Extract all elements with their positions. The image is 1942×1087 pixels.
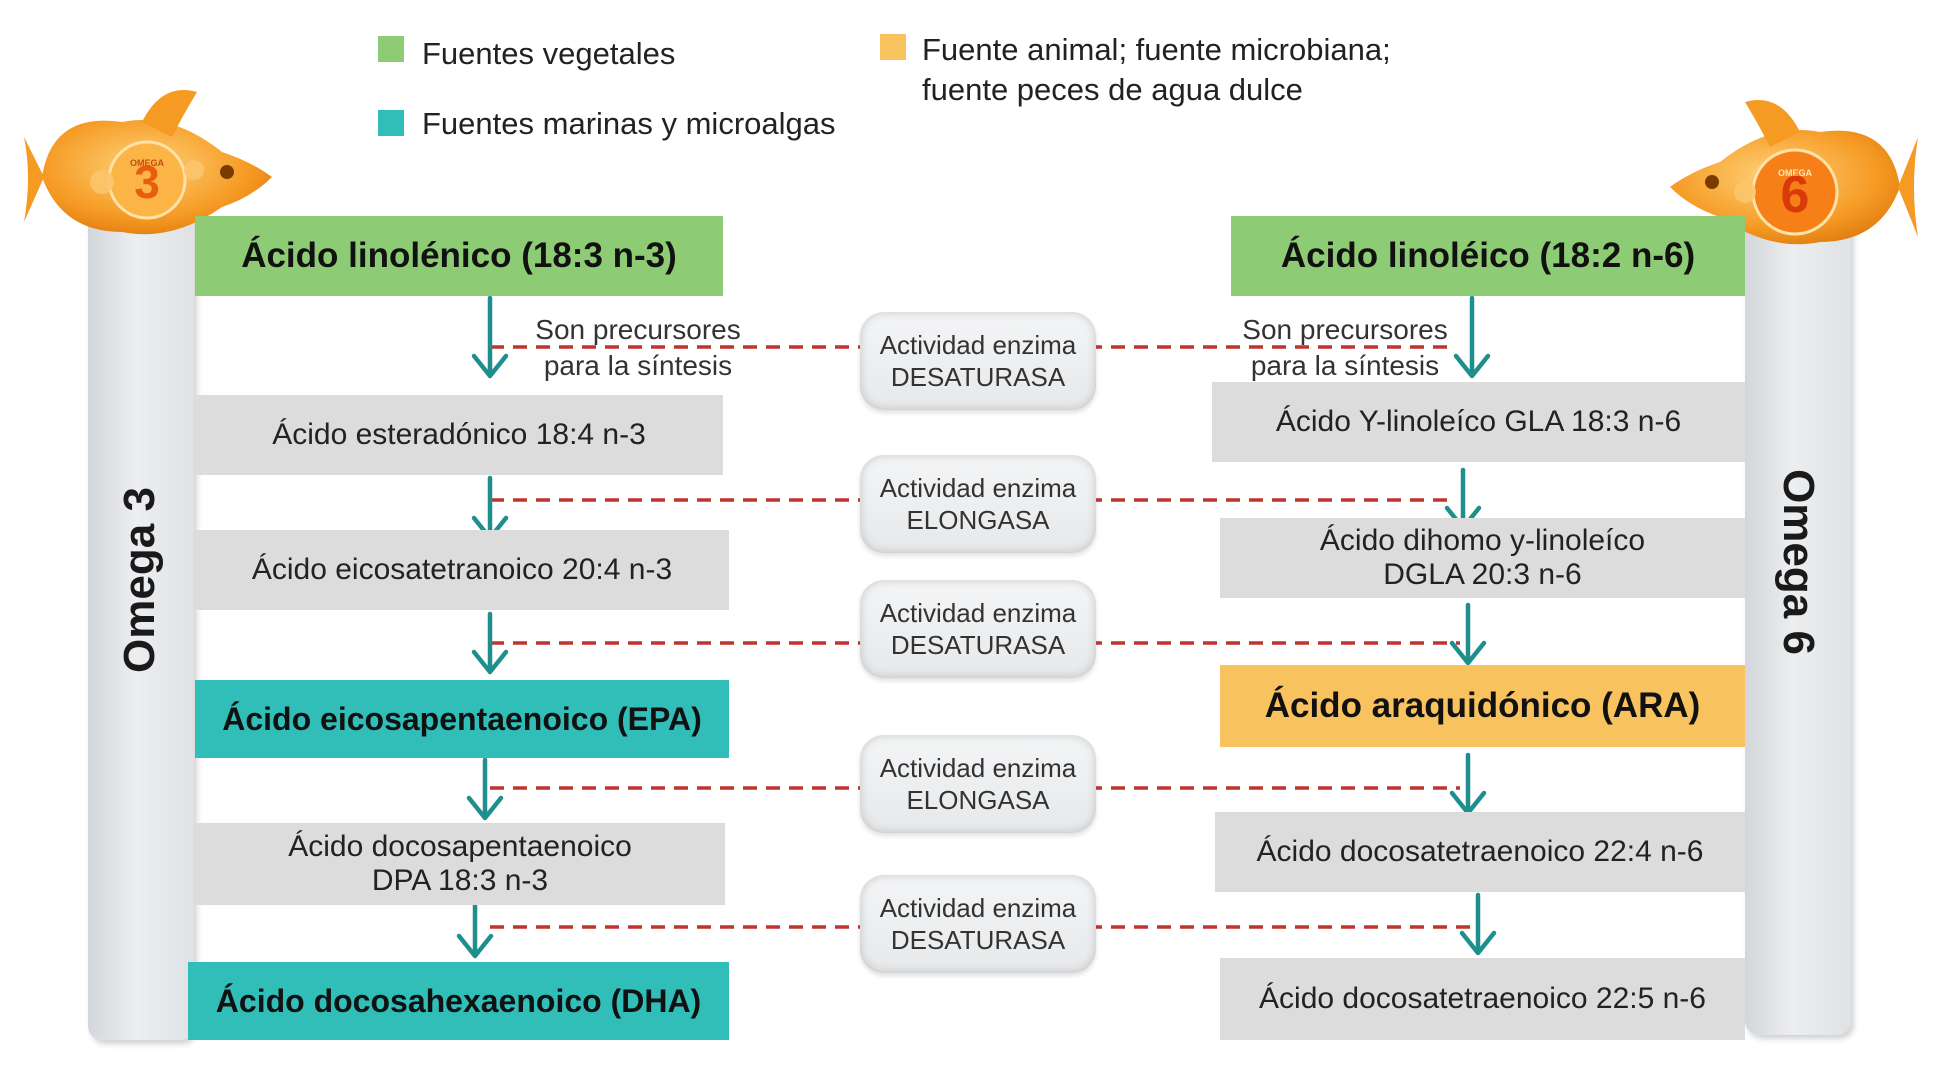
omega3-box-dha: Ácido docosahexaenoico (DHA): [188, 962, 729, 1040]
omega3-box-esteradonic-text: Ácido esteradónico 18:4 n-3: [272, 418, 646, 451]
omega3-box-esteradonic: Ácido esteradónico 18:4 n-3: [195, 395, 723, 475]
omega3-box-epa-text: Ácido eicosapentaenoico (EPA): [222, 701, 702, 737]
enzyme-pill-2-line2: ELONGASA: [906, 505, 1050, 535]
omega3-box-linolenic: Ácido linolénico (18:3 n-3): [195, 216, 723, 296]
enzyme-pill-desaturasa-2: Actividad enzima DESATURASA: [860, 580, 1096, 678]
enzyme-pill-5-line2: DESATURASA: [890, 925, 1066, 955]
omega3-arrow-1: [471, 295, 509, 379]
omega3-arrow-4: [466, 757, 504, 821]
enzyme-pill-desaturasa-1: Actividad enzima DESATURASA: [860, 312, 1096, 410]
omega6-fish-number: 6: [1781, 166, 1810, 224]
omega6-arrow-5: [1459, 892, 1497, 956]
legend-label-animal-line2: fuente peces de agua dulce: [922, 72, 1303, 107]
omega3-arrow-3: [471, 611, 509, 675]
omega6-arrow-1: [1453, 295, 1491, 379]
omega6-box-ara: Ácido araquidónico (ARA): [1220, 665, 1745, 747]
enzyme-pill-5-line1: Actividad enzima: [879, 893, 1077, 923]
enzyme-pill-1-line1: Actividad enzima: [879, 330, 1077, 360]
omega3-box-dha-text: Ácido docosahexaenoico (DHA): [215, 983, 702, 1019]
omega6-arrow-4: [1449, 752, 1487, 816]
omega6-box-gla: Ácido Y-linoleíco GLA 18:3 n-6: [1212, 382, 1745, 462]
omega6-box-linoleic: Ácido linoléico (18:2 n-6): [1231, 216, 1745, 296]
enzyme-pill-1-line2: DESATURASA: [890, 362, 1066, 392]
enzyme-pill-3-line1: Actividad enzima: [879, 598, 1077, 628]
omega3-box-dpa: Ácido docosapentaenoico DPA 18:3 n-3: [195, 823, 725, 905]
omega3-box-eicosatetranoic: Ácido eicosatetranoico 20:4 n-3: [195, 530, 729, 610]
omega6-box-docosatetraenoic-224-text: Ácido docosatetraenoico 22:4 n-6: [1256, 835, 1704, 868]
omega6-box-linoleic-text: Ácido linoléico (18:2 n-6): [1280, 236, 1696, 275]
legend-label-vegetal: Fuentes vegetales: [422, 36, 676, 71]
omega3-arrow-5: [456, 895, 494, 959]
enzyme-pill-elongasa-1: Actividad enzima ELONGASA: [860, 455, 1096, 553]
enzyme-pill-2-line1: Actividad enzima: [879, 473, 1077, 503]
omega3-fish-number: 3: [134, 156, 160, 208]
omega3-precursor-label: Son precursores para la síntesis: [508, 312, 768, 384]
legend-label-animal-line1: Fuente animal; fuente microbiana;: [922, 32, 1391, 67]
omega3-sidebar: [88, 200, 194, 1040]
legend-label-marine: Fuentes marinas y microalgas: [422, 106, 836, 141]
legend-swatch-marine: [378, 110, 404, 136]
omega3-box-eicosatetranoic-text: Ácido eicosatetranoico 20:4 n-3: [251, 553, 673, 586]
omega6-box-docosatetraenoic-224: Ácido docosatetraenoico 22:4 n-6: [1215, 812, 1745, 892]
omega6-sidebar: [1745, 215, 1851, 1035]
omega6-precursor-line1: Son precursores: [1242, 314, 1448, 345]
legend-swatch-vegetal: [378, 36, 404, 62]
omega3-fish-badge: OMEGA: [130, 158, 165, 168]
omega6-fish-badge: OMEGA: [1778, 168, 1813, 178]
omega3-precursor-line1: Son precursores: [535, 314, 741, 345]
omega6-box-ara-text: Ácido araquidónico (ARA): [1264, 686, 1701, 725]
omega3-fish-icon: OMEGA 3: [24, 90, 272, 235]
omega3-precursor-line2: para la síntesis: [543, 350, 733, 381]
omega6-box-gla-text: Ácido Y-linoleíco GLA 18:3 n-6: [1275, 405, 1682, 438]
enzyme-pill-3-line2: DESATURASA: [890, 630, 1066, 660]
omega6-precursor-label: Son precursores para la síntesis: [1215, 312, 1475, 384]
omega3-box-dpa-text-2: DPA 18:3 n-3: [371, 864, 549, 897]
omega6-fish-icon: OMEGA 6: [1670, 100, 1918, 245]
omega3-box-linolenic-text: Ácido linolénico (18:3 n-3): [241, 236, 677, 275]
omega6-box-docosatetraenoic-225: Ácido docosatetraenoico 22:5 n-6: [1220, 958, 1745, 1040]
legend-swatch-animal: [880, 34, 906, 60]
enzyme-pill-4-line1: Actividad enzima: [879, 753, 1077, 783]
omega6-box-dgla-text-1: Ácido dihomo y-linoleíco: [1319, 524, 1646, 557]
omega6-arrow-3: [1449, 602, 1487, 666]
omega3-box-epa: Ácido eicosapentaenoico (EPA): [195, 680, 729, 758]
omega3-box-dpa-text-1: Ácido docosapentaenoico: [288, 830, 632, 863]
omega6-box-docosatetraenoic-225-text: Ácido docosatetraenoico 22:5 n-6: [1259, 982, 1706, 1015]
enzyme-pill-elongasa-2: Actividad enzima ELONGASA: [860, 735, 1096, 833]
omega6-precursor-line2: para la síntesis: [1250, 350, 1440, 381]
omega6-box-dgla: Ácido dihomo y-linoleíco DGLA 20:3 n-6: [1220, 518, 1745, 598]
omega6-box-dgla-text-2: DGLA 20:3 n-6: [1383, 558, 1582, 591]
omega3-arrow-2: [471, 475, 509, 541]
enzyme-pill-desaturasa-3: Actividad enzima DESATURASA: [860, 875, 1096, 973]
enzyme-pill-4-line2: ELONGASA: [906, 785, 1050, 815]
